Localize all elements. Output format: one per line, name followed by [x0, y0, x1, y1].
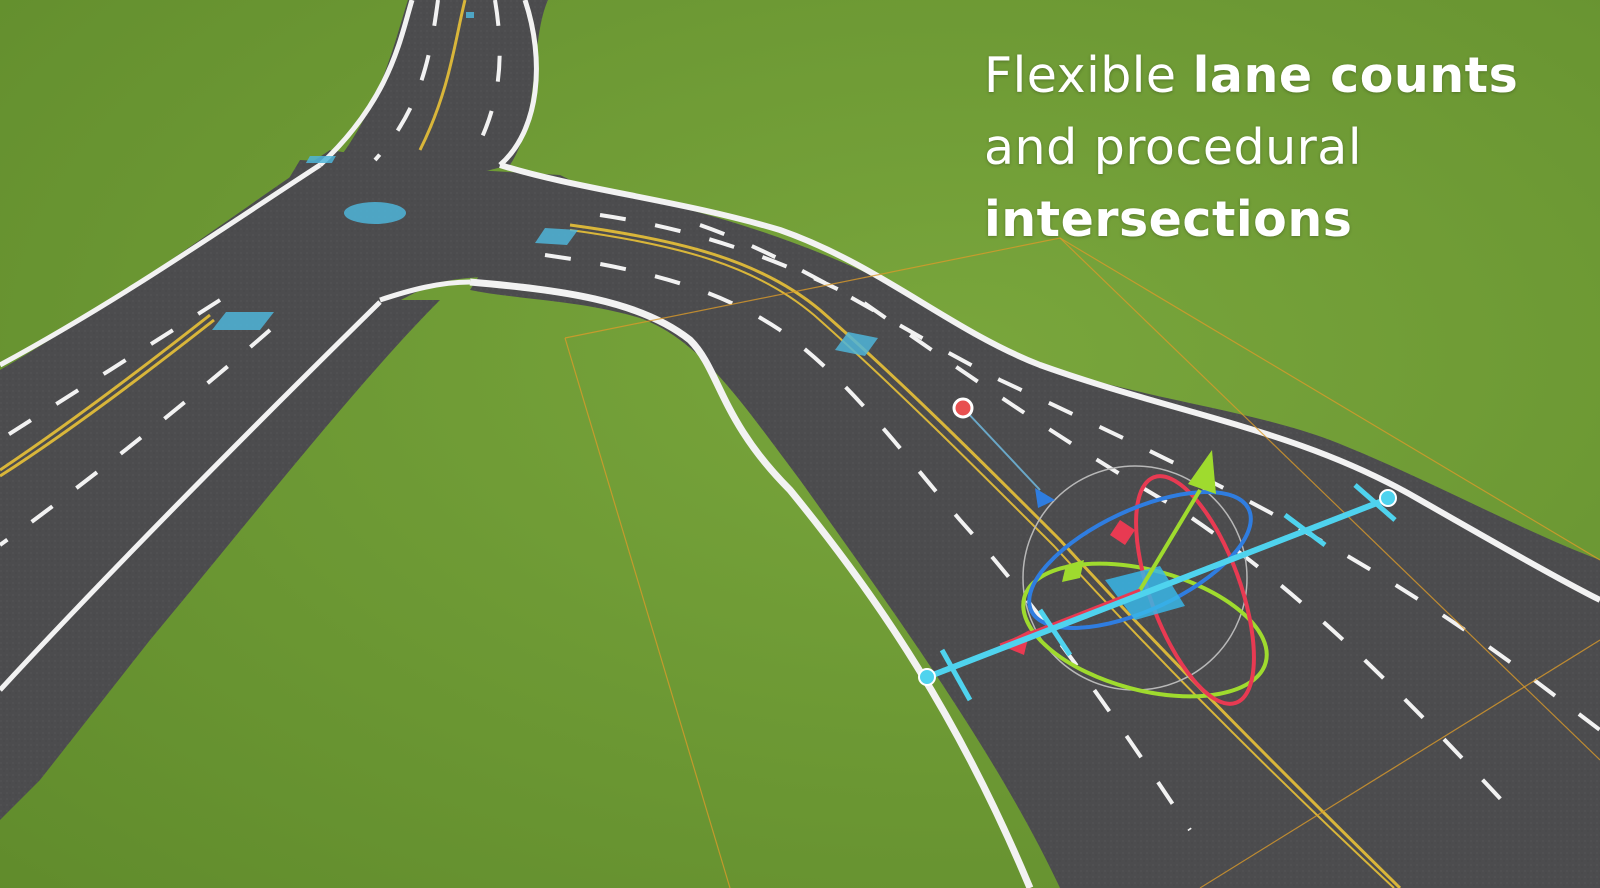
- gizmo-axis-y[interactable]: [1138, 488, 1202, 592]
- move-rotate-gizmo-icon[interactable]: [918, 450, 1397, 720]
- edge-line-junction-inner: [379, 279, 471, 303]
- lane-marker-north[interactable]: [305, 156, 336, 163]
- edge-line-west-top: [0, 162, 322, 368]
- feature-caption: Flexible lane counts and procedural inte…: [984, 40, 1584, 256]
- edge-line-east-upper: [499, 162, 1600, 603]
- junction-node-marker[interactable]: [344, 202, 406, 224]
- lane-width-tick-2: [1037, 608, 1073, 657]
- lane-width-tick-4: [1353, 483, 1397, 522]
- lane-width-handle-bar[interactable]: [923, 495, 1392, 681]
- control-point-stem: [964, 409, 1041, 491]
- dash-west-1: [0, 328, 272, 547]
- dash-east-2: [599, 213, 1522, 822]
- caption-line-2: and procedural: [984, 119, 1362, 176]
- caption-line-1: Flexible lane counts: [984, 40, 1584, 112]
- lane-width-tick-1: [939, 648, 973, 702]
- edge-line-sw-lower: [0, 300, 382, 692]
- dash-west-2: [0, 298, 222, 442]
- spline-markers[interactable]: [212, 12, 878, 356]
- center-line-east-b: [569, 229, 1395, 888]
- caption-line-3: intersections: [984, 191, 1353, 248]
- edge-line-north-right: [498, 0, 539, 167]
- selection-bounds: [564, 237, 1600, 888]
- center-line-west-b: [0, 318, 215, 478]
- gizmo-plane-red[interactable]: [1110, 520, 1135, 545]
- dash-north-left: [373, 0, 440, 162]
- gizmo-plane-green[interactable]: [1062, 560, 1084, 582]
- lane-width-tick-3: [1283, 513, 1327, 547]
- lane-marker-west[interactable]: [212, 312, 274, 330]
- road-east[interactable]: [470, 180, 1600, 888]
- lane-marker-far[interactable]: [466, 12, 474, 18]
- edge-line-east-lower: [469, 278, 1034, 888]
- lane-width-handle-icon[interactable]: [918, 668, 936, 686]
- lane-marker-east[interactable]: [835, 332, 878, 356]
- caption-line-1-regular: Flexible: [984, 47, 1193, 104]
- lane-width-handle-icon-right[interactable]: [1379, 489, 1397, 507]
- dash-east-1: [544, 253, 1192, 832]
- control-point-icon[interactable]: [952, 397, 974, 419]
- center-line-east: [569, 223, 1402, 888]
- center-line-west: [0, 313, 211, 472]
- road-north[interactable]: [330, 0, 548, 175]
- spline-control-point[interactable]: [952, 397, 1041, 491]
- gizmo-axis-y-head[interactable]: [1188, 450, 1216, 494]
- center-line-north: [418, 0, 467, 151]
- dash-north-right: [468, 0, 502, 162]
- lane-marker-junction[interactable]: [535, 228, 578, 245]
- gizmo-axis-z-head[interactable]: [1035, 488, 1055, 508]
- edge-line-north-left: [318, 0, 415, 167]
- dash-east-3: [699, 223, 1600, 732]
- caption-line-1-bold: lane counts: [1192, 47, 1519, 104]
- road-south-west[interactable]: [0, 300, 440, 820]
